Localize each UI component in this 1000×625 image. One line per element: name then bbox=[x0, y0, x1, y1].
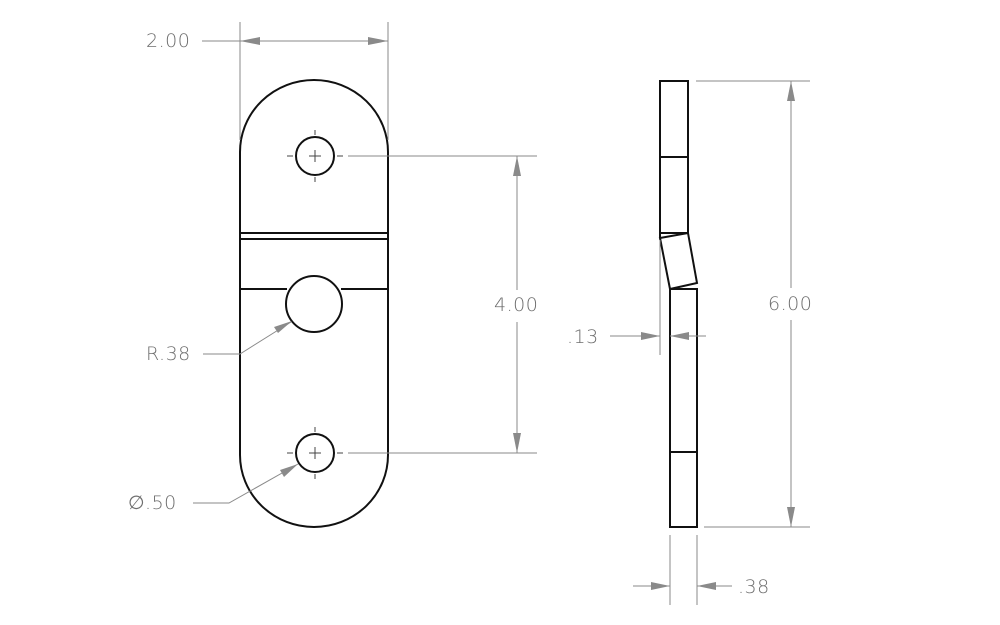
front-view-outline bbox=[239, 79, 389, 528]
dimension-overall-height bbox=[696, 80, 810, 528]
side-view bbox=[658, 80, 699, 528]
side-lower-segment bbox=[669, 288, 698, 528]
front-view bbox=[239, 79, 389, 528]
dimension-hole-spacing bbox=[348, 155, 537, 454]
dimension-label-hole-diameter: ∅.50 bbox=[128, 492, 177, 514]
dimension-label-center-radius: R.38 bbox=[146, 343, 191, 365]
top-hole bbox=[295, 136, 335, 176]
dimension-width bbox=[202, 22, 389, 140]
leader-hole-diameter bbox=[193, 463, 299, 504]
dimension-label-thickness: .38 bbox=[738, 576, 770, 598]
dimension-label-overall-height: 6.00 bbox=[768, 293, 813, 315]
leader-center-radius bbox=[203, 321, 292, 355]
bottom-hole bbox=[295, 433, 335, 473]
dimension-label-offset: .13 bbox=[567, 326, 599, 348]
top-hole-centermark bbox=[287, 130, 343, 182]
dimension-label-hole-spacing: 4.00 bbox=[494, 294, 539, 316]
side-bend-segment bbox=[658, 231, 699, 291]
dimension-offset bbox=[610, 240, 706, 355]
dimension-label-width: 2.00 bbox=[146, 30, 191, 52]
center-relief-circle bbox=[285, 275, 343, 333]
bottom-hole-centermark bbox=[287, 427, 343, 479]
dimension-thickness bbox=[633, 535, 732, 605]
